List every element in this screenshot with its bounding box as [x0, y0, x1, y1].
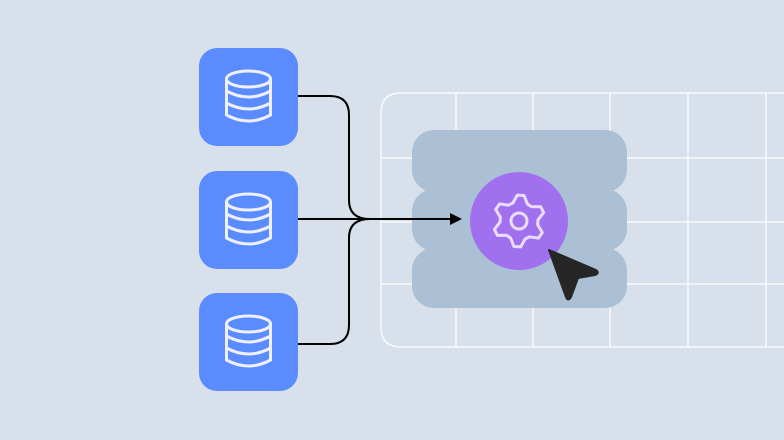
- database-tile-2[interactable]: [199, 171, 298, 269]
- database-icon: [225, 192, 272, 246]
- database-icon: [225, 314, 272, 368]
- gear-icon: [492, 193, 546, 249]
- arrowhead-icon: [450, 213, 462, 225]
- database-tile-1[interactable]: [199, 48, 298, 146]
- database-icon: [225, 69, 272, 123]
- database-tile-3[interactable]: [199, 293, 298, 391]
- gear-button[interactable]: [470, 172, 568, 270]
- connectors: [298, 95, 452, 345]
- cursor-arrow-icon: [548, 249, 599, 301]
